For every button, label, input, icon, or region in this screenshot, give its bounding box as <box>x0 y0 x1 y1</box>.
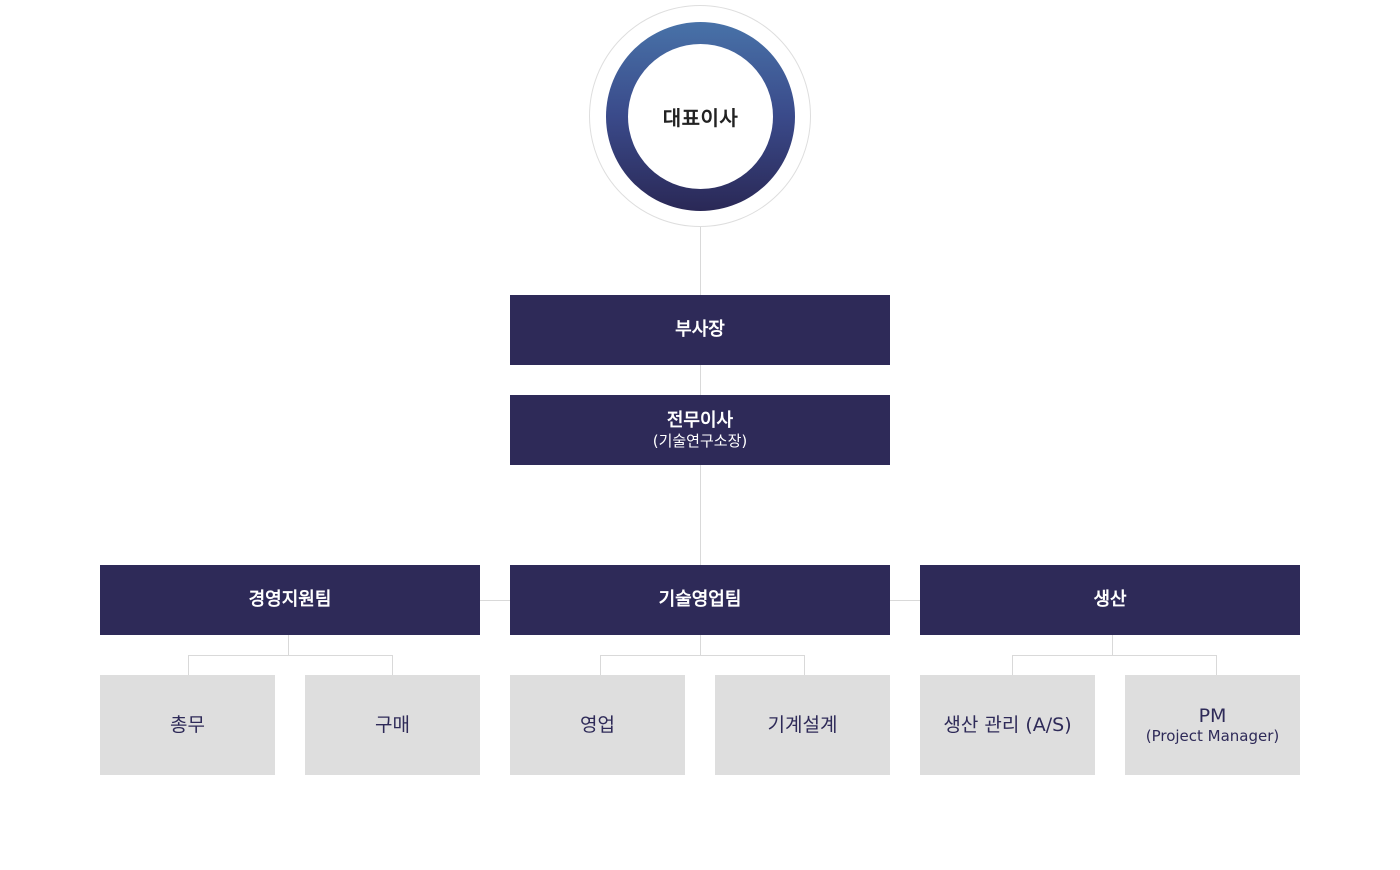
connector-vp-director <box>700 365 701 395</box>
connector-director-teams <box>700 465 701 565</box>
team-label: 경영지원팀 <box>248 589 332 610</box>
unit-label: 영업 <box>580 714 615 736</box>
vice-president-label: 부사장 <box>675 319 725 340</box>
team-label: 생산 <box>1093 589 1127 610</box>
executive-director-label: 전무이사 <box>666 410 734 431</box>
connector-team1-down <box>288 635 289 655</box>
unit-label: 구매 <box>375 714 410 736</box>
unit-label: PM <box>1198 705 1227 727</box>
unit-node-project-manager: PM (Project Manager) <box>1125 675 1300 775</box>
unit-label: 기계설계 <box>767 714 838 736</box>
connector-team1-bar <box>188 655 393 656</box>
connector-team2-unit2 <box>804 655 805 675</box>
connector-team1-unit2 <box>392 655 393 675</box>
team-node-management-support: 경영지원팀 <box>100 565 480 635</box>
unit-label: 생산 관리 (A/S) <box>943 714 1072 736</box>
unit-node-general-affairs: 총무 <box>100 675 275 775</box>
unit-node-sales: 영업 <box>510 675 685 775</box>
unit-node-mechanical-design: 기계설계 <box>715 675 890 775</box>
connector-team2-unit1 <box>600 655 601 675</box>
ceo-node: 대표이사 <box>628 44 773 189</box>
team-node-technical-sales: 기술영업팀 <box>510 565 890 635</box>
unit-label: 총무 <box>170 714 205 736</box>
unit-node-production-management: 생산 관리 (A/S) <box>920 675 1095 775</box>
unit-sublabel: (Project Manager) <box>1145 727 1280 745</box>
unit-node-purchasing: 구매 <box>305 675 480 775</box>
connector-team2-down <box>700 635 701 655</box>
connector-team3-unit1 <box>1012 655 1013 675</box>
executive-director-node: 전무이사 (기술연구소장) <box>510 395 890 465</box>
connector-team2-bar <box>600 655 805 656</box>
connector-team1-unit1 <box>188 655 189 675</box>
ceo-label: 대표이사 <box>662 106 739 130</box>
connector-team-row-left <box>480 600 510 601</box>
executive-director-sublabel: (기술연구소장) <box>652 432 748 450</box>
connector-team3-bar <box>1012 655 1217 656</box>
team-label: 기술영업팀 <box>658 589 742 610</box>
connector-team3-unit2 <box>1216 655 1217 675</box>
team-node-production: 생산 <box>920 565 1300 635</box>
connector-ceo-vp <box>700 227 701 295</box>
connector-team3-down <box>1112 635 1113 655</box>
connector-team-row-right <box>890 600 920 601</box>
vice-president-node: 부사장 <box>510 295 890 365</box>
